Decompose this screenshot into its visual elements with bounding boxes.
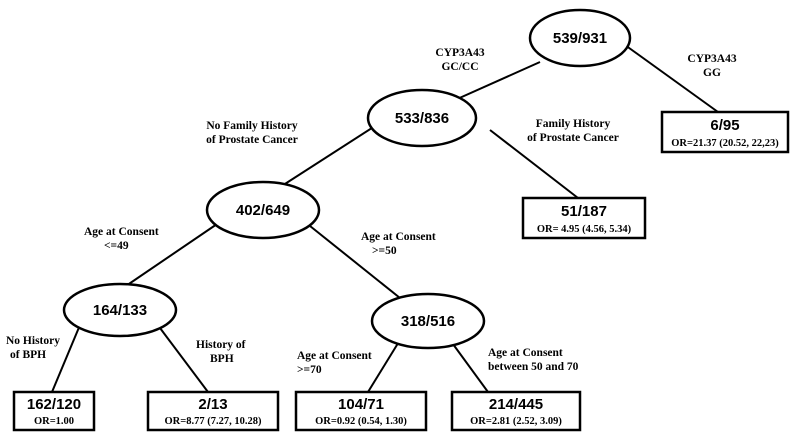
svg-text:GC/CC: GC/CC bbox=[441, 61, 478, 73]
node-count: 402/649 bbox=[236, 202, 290, 219]
edge-label-age-ge70: Age at Consent >=70 bbox=[297, 350, 372, 376]
leaf-count: 2/13 bbox=[198, 396, 227, 413]
svg-text:GG: GG bbox=[703, 67, 721, 79]
leaf-odds-ratio: OR= 4.95 (4.56, 5.34) bbox=[537, 224, 632, 235]
leaf-odds-ratio: OR=1.00 bbox=[34, 416, 74, 427]
edge-label-cyp-gccc: CYP3A43 GC/CC bbox=[435, 47, 484, 73]
leaf-age-ge70: 104/71 OR=0.92 (0.54, 1.30) bbox=[294, 390, 428, 432]
leaf-count: 214/445 bbox=[489, 396, 543, 413]
edge-n3-n5 bbox=[304, 221, 401, 299]
svg-text:>=70: >=70 bbox=[297, 364, 322, 376]
svg-text:>=50: >=50 bbox=[372, 245, 397, 257]
leaf-odds-ratio: OR=2.81 (2.52, 3.09) bbox=[470, 416, 562, 427]
edge-n5-age70 bbox=[367, 339, 401, 393]
svg-text:No Family History: No Family History bbox=[206, 120, 298, 132]
svg-text:No History: No History bbox=[6, 335, 60, 347]
edge-label-cyp-gg: CYP3A43 GG bbox=[687, 53, 736, 79]
leaf-no-bph: 162/120 OR=1.00 bbox=[12, 390, 96, 432]
svg-text:of Prostate Cancer: of Prostate Cancer bbox=[527, 132, 619, 144]
svg-text:Age at Consent: Age at Consent bbox=[361, 231, 436, 243]
svg-text:CYP3A43: CYP3A43 bbox=[687, 53, 736, 65]
tree-node-root: 539/931 bbox=[528, 8, 632, 68]
edge-label-no-family-history: No Family History of Prostate Cancer bbox=[206, 120, 298, 146]
edge-root-gg bbox=[624, 44, 719, 113]
edge-n3-n4 bbox=[119, 221, 221, 291]
svg-text:BPH: BPH bbox=[210, 353, 234, 365]
tree-node-4: 164/133 bbox=[62, 282, 178, 338]
svg-text:between 50 and 70: between 50 and 70 bbox=[488, 361, 579, 373]
leaf-count: 104/71 bbox=[338, 396, 384, 413]
svg-text:of Prostate Cancer: of Prostate Cancer bbox=[206, 134, 298, 146]
edge-label-bph: History of BPH bbox=[196, 339, 246, 365]
edge-n2-family bbox=[489, 129, 579, 199]
edge-label-family-history: Family History of Prostate Cancer bbox=[527, 118, 619, 144]
leaf-cyp3a43-gg: 6/95 OR=21.37 (20.52, 22,23) bbox=[660, 110, 790, 154]
tree-node-2: 533/836 bbox=[366, 88, 478, 148]
tree-node-3: 402/649 bbox=[205, 180, 321, 240]
svg-text:Family History: Family History bbox=[536, 118, 611, 130]
svg-text:<=49: <=49 bbox=[104, 240, 129, 252]
edge-label-no-bph: No History of BPH bbox=[6, 335, 60, 361]
leaf-count: 51/187 bbox=[561, 203, 607, 220]
edge-n5-age5070 bbox=[449, 339, 489, 393]
leaf-odds-ratio: OR=0.92 (0.54, 1.30) bbox=[315, 416, 407, 427]
edge-label-age-ge50: Age at Consent >=50 bbox=[361, 231, 436, 257]
edge-label-age-le49: Age at Consent <=49 bbox=[84, 226, 159, 252]
leaf-bph: 2/13 OR=8.77 (7.27, 10.28) bbox=[146, 390, 280, 432]
edge-n4-bph bbox=[159, 327, 209, 393]
tree-node-5: 318/516 bbox=[370, 292, 486, 350]
edge-label-age-50-70: Age at Consent between 50 and 70 bbox=[488, 347, 579, 373]
leaf-odds-ratio: OR=21.37 (20.52, 22,23) bbox=[671, 138, 779, 149]
svg-text:CYP3A43: CYP3A43 bbox=[435, 47, 484, 59]
leaf-family-history: 51/187 OR= 4.95 (4.56, 5.34) bbox=[521, 196, 647, 240]
svg-text:Age at Consent: Age at Consent bbox=[297, 350, 372, 362]
svg-text:Age at Consent: Age at Consent bbox=[84, 226, 159, 238]
edge-root-n2 bbox=[454, 61, 541, 101]
svg-text:Age at Consent: Age at Consent bbox=[488, 347, 563, 359]
node-count: 318/516 bbox=[401, 313, 455, 330]
svg-text:History of: History of bbox=[196, 339, 246, 351]
node-count: 164/133 bbox=[93, 302, 147, 319]
node-count: 533/836 bbox=[395, 110, 449, 127]
node-count: 539/931 bbox=[553, 30, 607, 47]
leaf-count: 162/120 bbox=[27, 396, 81, 413]
leaf-count: 6/95 bbox=[710, 117, 739, 134]
leaf-age-50-70: 214/445 OR=2.81 (2.52, 3.09) bbox=[450, 390, 582, 432]
svg-text:of BPH: of BPH bbox=[10, 349, 46, 361]
edge-n4-nobph bbox=[51, 324, 81, 393]
leaf-odds-ratio: OR=8.77 (7.27, 10.28) bbox=[165, 416, 262, 427]
